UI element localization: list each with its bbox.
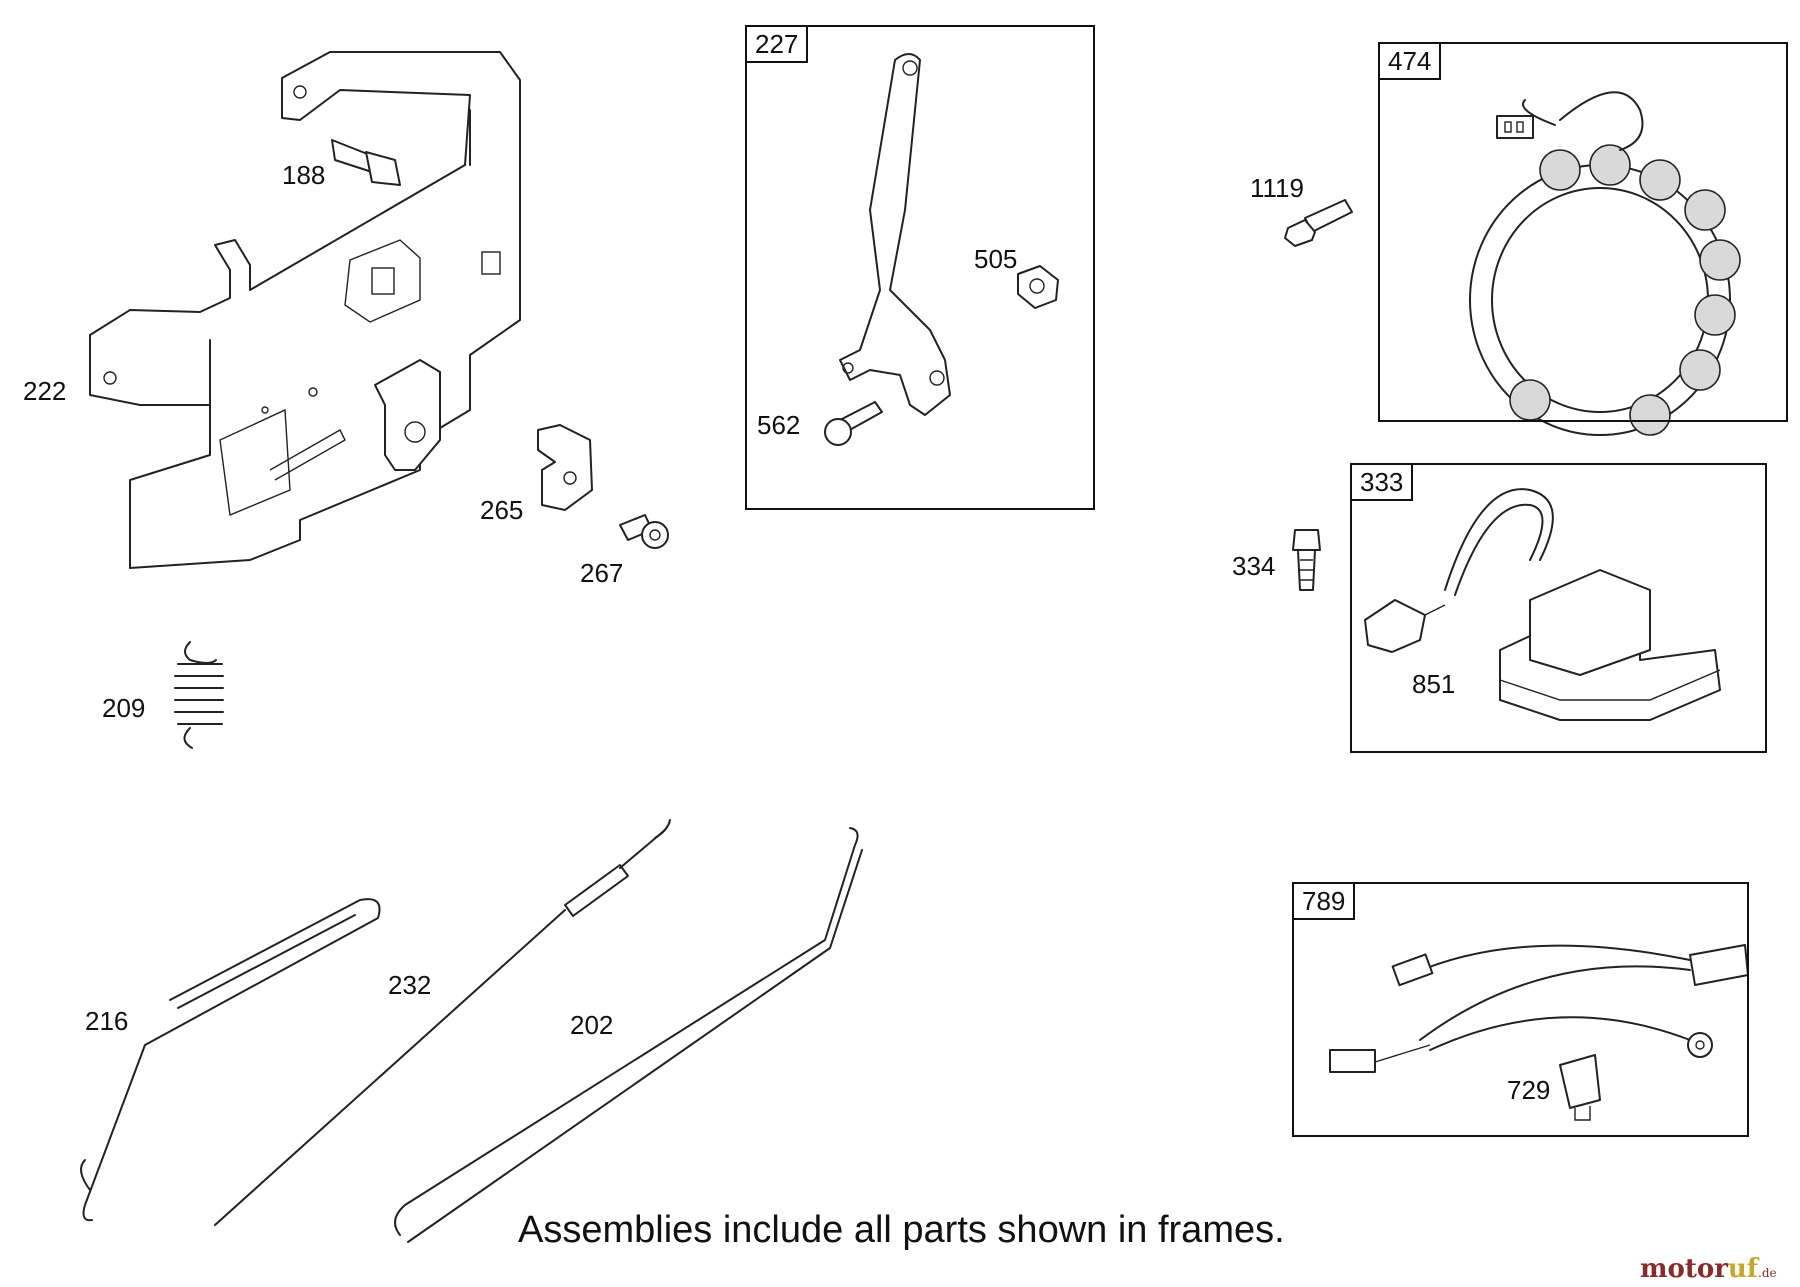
callout-505: 505 xyxy=(974,244,1018,274)
assemblies-caption: Assemblies include all parts shown in fr… xyxy=(518,1209,1285,1251)
nut-505-drawing xyxy=(1017,265,1059,309)
watermark-accent: uf xyxy=(1727,1254,1758,1284)
stator-474-drawing xyxy=(1469,91,1741,436)
armature-333-drawing xyxy=(1364,488,1721,721)
screw-562-drawing xyxy=(824,401,883,446)
callout-562: 562 xyxy=(757,410,801,440)
watermark-main: motor xyxy=(1640,1254,1728,1284)
harness-789-drawing xyxy=(1329,944,1749,1121)
rod-202-drawing xyxy=(394,827,863,1243)
frame-333-tag: 333 xyxy=(1350,463,1414,501)
frame-474-tag: 474 xyxy=(1378,42,1442,80)
callout-729: 729 xyxy=(1507,1075,1551,1105)
frame-333: 333 xyxy=(1350,463,1767,753)
bolt-334-drawing xyxy=(1292,529,1321,591)
frame-474: 474 xyxy=(1378,42,1788,422)
callout-202: 202 xyxy=(570,1010,614,1040)
control-bracket-drawing xyxy=(89,51,521,569)
governor-lever-drawing xyxy=(839,53,951,416)
bolt-188-drawing xyxy=(331,139,401,186)
watermark-tld: .de xyxy=(1758,1266,1777,1280)
spring-209-drawing xyxy=(174,641,224,749)
clip-265-drawing xyxy=(537,424,593,511)
frame-227-tag: 227 xyxy=(745,25,809,63)
callout-265: 265 xyxy=(480,495,524,525)
screw-267-drawing xyxy=(619,514,669,549)
frame-789-tag: 789 xyxy=(1292,882,1356,920)
bolt-1119-drawing xyxy=(1284,199,1353,247)
callout-188: 188 xyxy=(282,160,326,190)
callout-267: 267 xyxy=(580,558,624,588)
frame-789: 789 xyxy=(1292,882,1749,1137)
cable-232-drawing xyxy=(214,819,671,1226)
brand-watermark: motoruf.de xyxy=(1640,1255,1777,1287)
callout-1119: 1119 xyxy=(1250,173,1304,203)
callout-851: 851 xyxy=(1412,669,1456,699)
callout-216: 216 xyxy=(85,1006,129,1036)
callout-209: 209 xyxy=(102,693,146,723)
callout-222: 222 xyxy=(23,376,67,406)
link-216-drawing xyxy=(80,898,381,1222)
callout-334: 334 xyxy=(1232,551,1276,581)
callout-232: 232 xyxy=(388,970,432,1000)
frame-227: 227 xyxy=(745,25,1095,510)
